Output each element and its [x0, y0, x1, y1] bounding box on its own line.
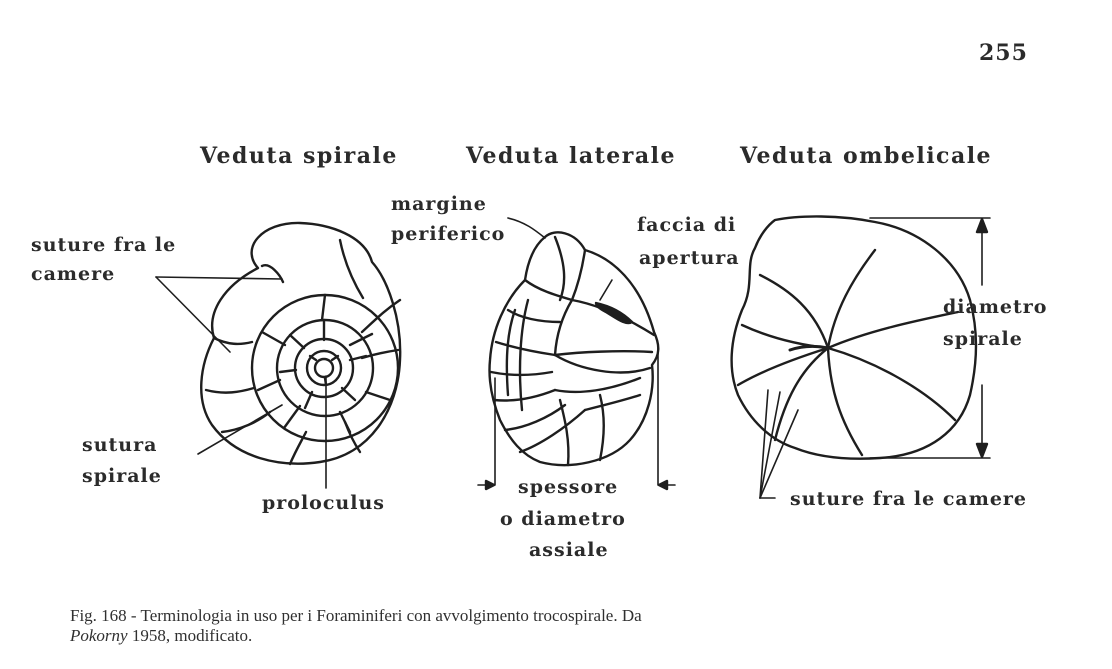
caption-author: Pokorny	[70, 626, 128, 645]
page-number: 255	[979, 40, 1028, 66]
caption-line-1: Fig. 168 - Terminologia in uso per i For…	[70, 606, 642, 625]
spiral-view-drawing	[155, 221, 402, 489]
caption-line-2: 1958, modificato.	[127, 626, 253, 645]
label-suture-fra-le: suture fra le	[31, 234, 177, 256]
umbilical-view-drawing	[730, 215, 991, 499]
label-spirale: spirale	[82, 465, 162, 487]
label-margine: margine	[391, 193, 487, 215]
label-assiale: assiale	[529, 539, 609, 561]
spiral-view-title: Veduta spirale	[200, 143, 398, 169]
figure-caption: Fig. 168 - Terminologia in uso per i For…	[70, 606, 1070, 646]
label-suture-fra-le-camere: suture fra le camere	[790, 488, 1028, 510]
label-spirale-right: spirale	[943, 328, 1023, 350]
label-apertura: apertura	[639, 247, 740, 269]
label-o-diametro: o diametro	[500, 508, 626, 530]
label-periferico: periferico	[391, 223, 506, 245]
label-diametro: diametro	[943, 296, 1048, 318]
label-proloculus: proloculus	[262, 492, 385, 514]
label-faccia-di: faccia di	[637, 214, 737, 236]
label-sutura: sutura	[82, 434, 158, 456]
label-camere: camere	[31, 263, 116, 285]
lateral-view-drawing	[477, 217, 676, 491]
label-spessore: spessore	[518, 476, 619, 498]
umbilical-view-title: Veduta ombelicale	[740, 143, 993, 169]
lateral-view-title: Veduta laterale	[466, 143, 676, 169]
